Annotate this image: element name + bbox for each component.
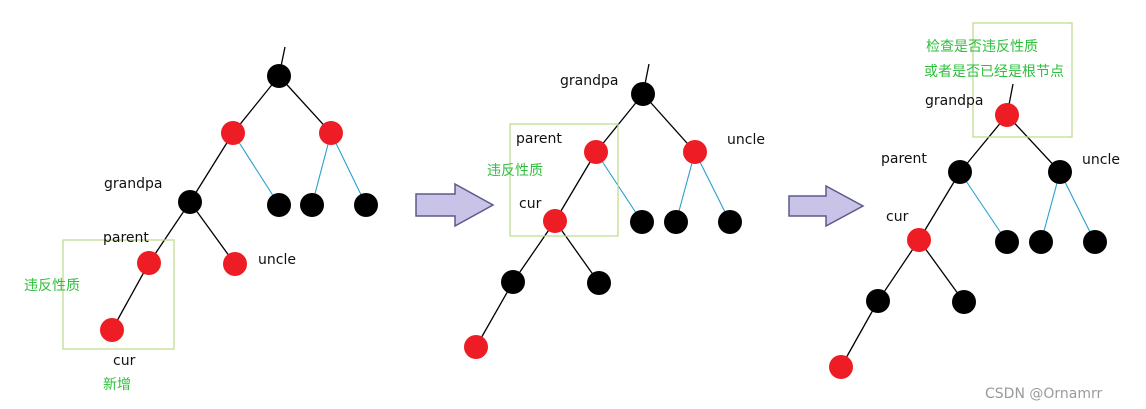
edge [918, 239, 965, 303]
black-node [587, 271, 611, 295]
cur-node [907, 228, 931, 252]
black-node [501, 270, 525, 294]
black-node [952, 290, 976, 314]
black-node [300, 193, 324, 217]
edge [278, 75, 332, 134]
black-node [718, 210, 742, 234]
red-node [319, 121, 343, 145]
uncle-node [223, 252, 247, 276]
panel-3: 检查是否违反性质 或者是否已经是根节点 grandpa parent uncle… [829, 22, 1120, 379]
violation-box [62, 239, 175, 350]
uncle-label: uncle [258, 252, 296, 268]
edge [554, 151, 597, 222]
parent-node [584, 140, 608, 164]
edge [148, 201, 191, 264]
parent-node [137, 251, 161, 275]
uncle-label: uncle [1082, 152, 1120, 168]
new-node-note: 新增 [103, 377, 131, 393]
cur-node [543, 209, 567, 233]
cur-label: cur [519, 196, 542, 212]
right-arrow-icon [415, 182, 495, 228]
parent-label: parent [103, 230, 149, 246]
grandpa-node [995, 103, 1019, 127]
red-node [464, 335, 488, 359]
edge [475, 281, 514, 348]
grandpa-label: grandpa [925, 93, 983, 109]
edge [595, 93, 644, 153]
edge [642, 93, 696, 153]
edge [840, 300, 879, 368]
edge [1040, 171, 1061, 243]
violation-note: 违反性质 [24, 278, 80, 294]
edge [111, 262, 150, 331]
parent-label: parent [516, 131, 562, 147]
panel-2: grandpa parent uncle cur 违反性质 [464, 63, 765, 359]
cur-label: cur [886, 209, 909, 225]
cur-label: cur [113, 353, 136, 369]
edge [675, 151, 696, 223]
black-node [995, 230, 1019, 254]
parent-label: parent [881, 151, 927, 167]
edge [189, 201, 236, 265]
edge [1059, 171, 1096, 243]
black-node [267, 64, 291, 88]
edge [189, 132, 234, 203]
edge [877, 239, 920, 302]
edge [1006, 114, 1061, 173]
edge [694, 151, 731, 223]
watermark: CSDN @Ornamrr [985, 386, 1102, 402]
black-node [664, 210, 688, 234]
edge [918, 171, 961, 241]
edge [554, 220, 600, 284]
black-node [1083, 230, 1107, 254]
grandpa-label: grandpa [104, 176, 162, 192]
black-node [267, 193, 291, 217]
red-node [829, 355, 853, 379]
check-box [972, 22, 1073, 138]
black-node [354, 193, 378, 217]
edge [330, 132, 367, 206]
edge [595, 151, 643, 223]
edge [959, 171, 1008, 243]
edge [232, 75, 280, 134]
uncle-node [683, 140, 707, 164]
parent-node [948, 160, 972, 184]
black-node [630, 210, 654, 234]
black-node [1029, 230, 1053, 254]
grandpa-label: grandpa [560, 73, 618, 89]
grandpa-node [178, 190, 202, 214]
uncle-node [1048, 160, 1072, 184]
edge [232, 132, 280, 206]
violation-box [509, 123, 619, 237]
check-note-line1: 检查是否违反性质 [926, 39, 1038, 55]
uncle-label: uncle [727, 132, 765, 148]
cur-node [100, 318, 124, 342]
edge [959, 114, 1008, 173]
edge [311, 132, 332, 206]
panel-1: grandpa parent uncle cur 违反性质 新增 [24, 46, 378, 393]
grandpa-node [631, 82, 655, 106]
black-node [866, 289, 890, 313]
edge [512, 220, 556, 283]
right-arrow-icon [788, 184, 865, 228]
red-node [221, 121, 245, 145]
violation-note: 违反性质 [487, 163, 543, 179]
check-note-line2: 或者是否已经是根节点 [924, 64, 1064, 80]
